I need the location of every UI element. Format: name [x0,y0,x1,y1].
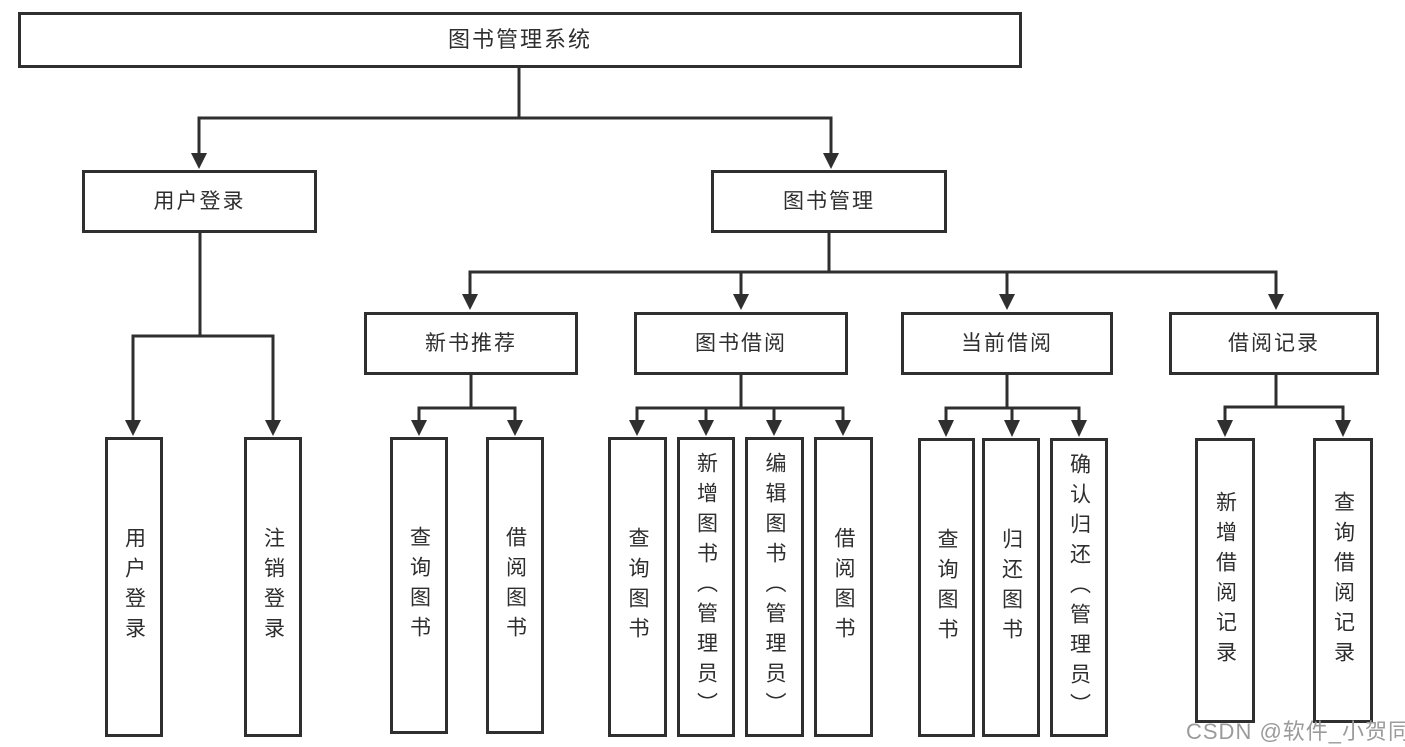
leaf-borrow-books-borrowing: 借阅图书 [814,437,873,737]
leaf-query-borrow-record: 查询借阅记录 [1313,438,1373,723]
node-root: 图书管理系统 [18,12,1022,68]
node-current-borrowing: 当前借阅 [901,312,1113,375]
node-user-login: 用户登录 [82,170,317,233]
node-book-borrowing: 图书借阅 [634,312,848,375]
leaf-user-login: 用户登录 [105,437,163,737]
leaf-add-borrow-record: 新增借阅记录 [1195,438,1255,723]
leaf-edit-book-admin: 编辑图书（管理员） [745,437,804,737]
node-book-management: 图书管理 [711,170,947,233]
leaf-logout: 注销登录 [244,437,302,737]
leaf-add-book-admin: 新增图书（管理员） [677,437,735,737]
node-new-book-recommend: 新书推荐 [364,312,578,375]
leaf-query-books-recommend: 查询图书 [390,437,448,734]
csdn-watermark: CSDN @软件_小贺同学 [1186,719,1405,744]
leaf-confirm-return-admin: 确认归还（管理员） [1050,438,1108,737]
leaf-borrow-books-recommend: 借阅图书 [486,437,544,734]
leaf-query-books-borrowing: 查询图书 [608,437,667,737]
leaf-return-book: 归还图书 [982,438,1040,737]
node-borrowing-records: 借阅记录 [1169,312,1379,375]
leaf-query-books-current: 查询图书 [918,438,975,737]
